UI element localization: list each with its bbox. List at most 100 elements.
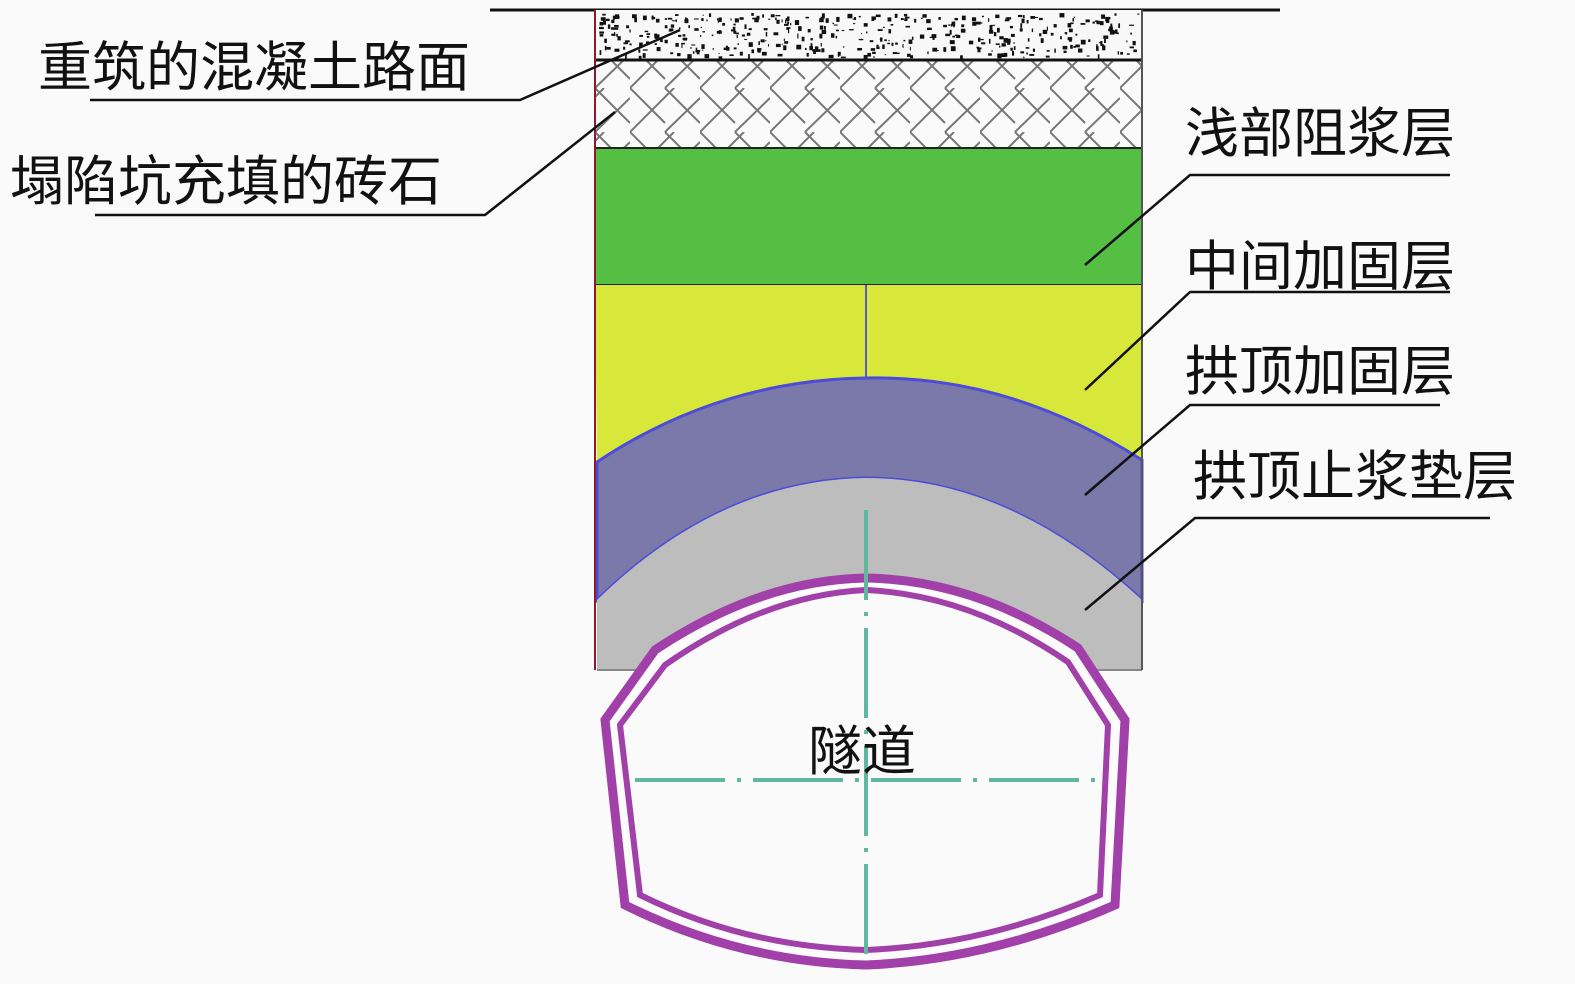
concrete-speck	[1010, 47, 1013, 51]
concrete-speck	[744, 39, 747, 41]
concrete-speck	[678, 34, 682, 37]
concrete-speck	[722, 22, 726, 26]
concrete-speck	[976, 47, 982, 50]
concrete-speck	[670, 52, 674, 55]
concrete-speck	[1075, 33, 1078, 36]
concrete-speck	[1045, 55, 1050, 58]
concrete-speck	[614, 48, 620, 52]
concrete-speck	[777, 53, 783, 57]
concrete-speck	[977, 47, 981, 53]
concrete-speck	[765, 31, 768, 37]
crown-grout-stop-cushion-label: 拱顶止浆垫层	[1193, 445, 1517, 508]
concrete-speck	[732, 26, 736, 32]
concrete-speck	[614, 24, 619, 28]
concrete-speck	[1080, 23, 1086, 25]
concrete-speck	[971, 17, 977, 22]
concrete-speck	[748, 54, 750, 59]
concrete-speck	[626, 25, 630, 29]
concrete-speck	[781, 43, 783, 45]
concrete-speck	[688, 25, 690, 29]
concrete-speck	[741, 34, 745, 37]
concrete-speck	[809, 46, 813, 51]
concrete-road-layer	[595, 10, 1142, 60]
concrete-speck	[875, 14, 881, 18]
concrete-speck	[1031, 28, 1034, 33]
concrete-speck	[756, 15, 760, 20]
concrete-speck	[733, 47, 737, 50]
concrete-speck	[629, 29, 631, 33]
concrete-speck	[996, 27, 1000, 33]
concrete-speck	[675, 42, 679, 47]
concrete-speck	[858, 38, 864, 41]
shallow-grout-barrier-label: 浅部阻浆层	[1185, 102, 1455, 165]
concrete-speck	[1001, 43, 1006, 47]
concrete-speck	[775, 43, 781, 48]
concrete-speck	[787, 21, 789, 24]
concrete-speck	[668, 29, 673, 32]
concrete-speck	[815, 49, 821, 52]
concrete-speck	[854, 17, 857, 21]
concrete-speck	[646, 33, 651, 35]
concrete-speck	[1073, 16, 1076, 18]
concrete-speck	[700, 34, 702, 37]
rubble-fill-layer	[595, 60, 1142, 148]
crown-reinforcement-leader	[1084, 403, 1440, 496]
concrete-speck	[684, 18, 689, 24]
concrete-speck	[1104, 38, 1106, 44]
concrete-speck	[837, 51, 841, 56]
concrete-speck	[887, 42, 891, 45]
concrete-speck	[1102, 45, 1106, 51]
concrete-speck	[911, 36, 914, 40]
concrete-speck	[737, 43, 740, 45]
concrete-speck	[1099, 21, 1104, 26]
concrete-speck	[787, 28, 790, 34]
concrete-speck	[731, 29, 733, 32]
concrete-speck	[852, 18, 855, 20]
concrete-speck	[691, 44, 696, 46]
concrete-speck	[664, 25, 668, 29]
concrete-speck	[678, 27, 681, 30]
concrete-speck	[654, 33, 658, 38]
concrete-speck	[734, 18, 739, 23]
rubble-fill-leader	[95, 111, 616, 217]
concrete-speck	[1116, 32, 1119, 35]
concrete-speck	[932, 36, 935, 40]
concrete-speck	[1042, 29, 1048, 34]
concrete-speck	[863, 23, 868, 27]
concrete-speck	[1062, 45, 1068, 50]
concrete-speck	[1025, 47, 1030, 49]
concrete-speck	[1026, 20, 1029, 24]
concrete-speck	[1040, 38, 1044, 43]
concrete-speck	[1072, 18, 1075, 22]
concrete-speck	[876, 44, 879, 48]
concrete-speck	[798, 26, 802, 31]
concrete-speck	[686, 18, 688, 21]
concrete-speck	[783, 38, 785, 41]
concrete-speck	[642, 15, 647, 21]
concrete-speck	[1088, 39, 1091, 42]
concrete-speck	[1086, 55, 1090, 57]
concrete-speck	[1137, 13, 1140, 15]
concrete-speck	[770, 14, 775, 18]
concrete-speck	[997, 53, 1002, 59]
concrete-speck	[656, 47, 661, 52]
concrete-speck	[604, 38, 607, 43]
concrete-speck	[870, 48, 876, 51]
concrete-speck	[730, 18, 732, 21]
concrete-speck	[606, 46, 611, 50]
concrete-speck	[949, 40, 955, 45]
concrete-speck	[781, 19, 783, 23]
concrete-speck	[776, 19, 780, 24]
concrete-road-label: 重筑的混凝土路面	[38, 36, 470, 99]
concrete-speck	[611, 19, 615, 24]
concrete-speck	[718, 56, 723, 60]
concrete-speck	[926, 27, 932, 31]
concrete-speck	[670, 24, 675, 28]
concrete-speck	[767, 44, 769, 47]
concrete-speck	[1096, 20, 1100, 25]
concrete-speck	[600, 17, 606, 21]
concrete-speck	[960, 55, 963, 60]
concrete-speck	[695, 47, 698, 53]
concrete-speck	[687, 54, 692, 60]
